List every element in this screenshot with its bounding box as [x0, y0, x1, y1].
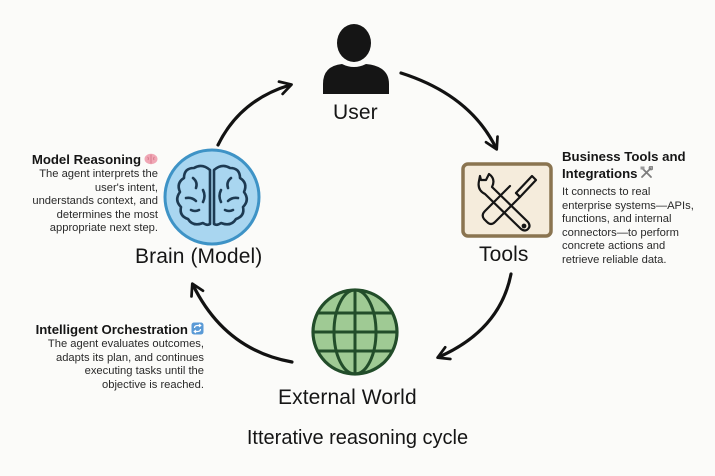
business-tools-text: It connects to real enterprise systems—A… [562, 186, 694, 266]
user-label: User [333, 101, 378, 124]
brain-emoji-icon [144, 153, 158, 168]
user-icon [323, 24, 389, 94]
model-reasoning-block: Model Reasoning The agent interprets the… [32, 152, 158, 236]
model-reasoning-text: The agent interprets the user's intent, … [32, 168, 158, 235]
globe-icon [311, 288, 399, 376]
arrow-user-to-tools [399, 71, 499, 151]
external-world-label: External World [278, 386, 417, 409]
brain-icon [163, 148, 261, 246]
orchestration-text: The agent evaluates outcomes, adapts its… [47, 338, 204, 391]
brain-label: Brain (Model) [135, 245, 263, 268]
arrow-brain-to-user [216, 80, 293, 147]
business-tools-title: Business Tools and Integrations [562, 149, 686, 183]
model-reasoning-title: Model Reasoning [32, 152, 158, 168]
arrow-world-to-brain [190, 282, 294, 364]
orchestration-block: Intelligent Orchestration The agent eval… [36, 322, 204, 392]
tools-label: Tools [479, 243, 529, 266]
hammer-wrench-emoji-icon [640, 165, 654, 183]
repeat-emoji-icon [191, 322, 204, 338]
arrow-tools-to-world [436, 272, 513, 361]
wrench-screwdriver-icon [461, 162, 553, 238]
diagram-title: Itterative reasoning cycle [246, 427, 469, 449]
business-tools-block: Business Tools and Integrations It conne… [562, 148, 694, 268]
orchestration-title: Intelligent Orchestration [36, 322, 204, 338]
